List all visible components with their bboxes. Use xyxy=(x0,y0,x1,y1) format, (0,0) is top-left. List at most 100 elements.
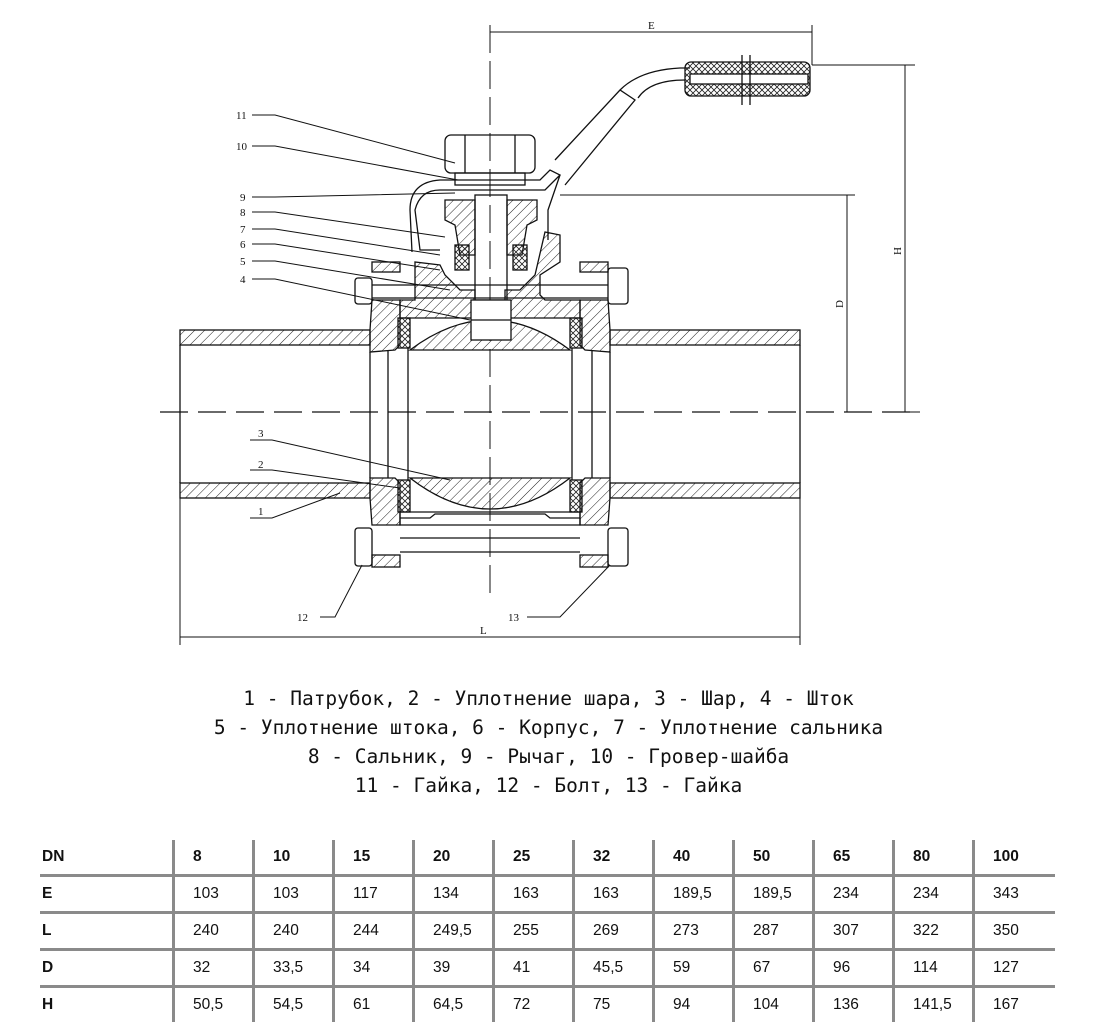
table-cell: 269 xyxy=(572,911,654,950)
table-cell: 96 xyxy=(812,948,894,987)
legend-line: 8 - Сальник, 9 - Рычаг, 10 - Гровер-шайб… xyxy=(307,745,790,768)
table-cell: 41 xyxy=(492,948,574,987)
part-label-2: 2 xyxy=(258,459,264,471)
part-label-8: 8 xyxy=(240,207,246,219)
bolt-top xyxy=(354,261,629,305)
table-cell: 163 xyxy=(492,874,574,913)
lever xyxy=(409,67,690,253)
table-cell: 59 xyxy=(652,948,734,987)
table-cell: 50 xyxy=(732,840,814,876)
part-label-1: 1 xyxy=(258,506,264,518)
table-cell: 167 xyxy=(972,985,1055,1022)
table-cell: 67 xyxy=(732,948,814,987)
table-cell: 72 xyxy=(492,985,574,1022)
table-cell: 104 xyxy=(732,985,814,1022)
ball-bottom xyxy=(408,477,572,510)
seat-left-bottom xyxy=(397,479,411,513)
table-cell: 287 xyxy=(732,911,814,950)
table-cell: 15 xyxy=(332,840,414,876)
table-cell: 141,5 xyxy=(892,985,974,1022)
dimension-label-D: D xyxy=(834,300,846,308)
leader-lines xyxy=(250,114,611,618)
part-label-9: 9 xyxy=(240,192,246,204)
table-cell: 45,5 xyxy=(572,948,654,987)
table-cell: 234 xyxy=(812,874,894,913)
stem xyxy=(474,194,508,306)
table-cell: 117 xyxy=(332,874,414,913)
row-header-cell: L xyxy=(40,911,174,950)
dimension-label-H: H xyxy=(892,247,904,255)
table-cell: 240 xyxy=(252,911,334,950)
part-label-5: 5 xyxy=(240,256,246,268)
table-cell: 234 xyxy=(892,874,974,913)
table-cell: 100 xyxy=(972,840,1055,876)
table-cell: 240 xyxy=(172,911,254,950)
table-cell: 39 xyxy=(412,948,494,987)
legend-line: 11 - Гайка, 12 - Болт, 13 - Гайка xyxy=(354,774,743,797)
row-header-cell: D xyxy=(40,948,174,987)
table-cell: 255 xyxy=(492,911,574,950)
table-cell: 343 xyxy=(972,874,1055,913)
table-cell: 322 xyxy=(892,911,974,950)
part-number-labels: 11 10 9 8 7 6 5 4 3 2 1 12 13 xyxy=(236,110,520,624)
table-cell: 32 xyxy=(172,948,254,987)
table-cell: 80 xyxy=(892,840,974,876)
dimension-label-E: E xyxy=(648,20,655,32)
legend-line: 1 - Патрубок, 2 - Уплотнение шара, 3 - Ш… xyxy=(243,687,854,710)
table-cell: 127 xyxy=(972,948,1055,987)
table-cell: 189,5 xyxy=(652,874,734,913)
part-label-12: 12 xyxy=(297,612,308,624)
seat-right-bottom xyxy=(569,479,583,513)
part-label-11: 11 xyxy=(236,110,247,122)
table-cell: 65 xyxy=(812,840,894,876)
part-label-4: 4 xyxy=(240,274,246,286)
table-cell: 8 xyxy=(172,840,254,876)
seat-right-top xyxy=(569,317,583,349)
table-cell: 103 xyxy=(172,874,254,913)
table-cell: 75 xyxy=(572,985,654,1022)
table-cell: 134 xyxy=(412,874,494,913)
pipe-right xyxy=(609,329,801,499)
part-label-10: 10 xyxy=(236,141,248,153)
table-cell: 114 xyxy=(892,948,974,987)
table-cell: 103 xyxy=(252,874,334,913)
table-cell: 189,5 xyxy=(732,874,814,913)
table-cell: 33,5 xyxy=(252,948,334,987)
table-cell: 64,5 xyxy=(412,985,494,1022)
part-label-6: 6 xyxy=(240,239,246,251)
table-cell: 249,5 xyxy=(412,911,494,950)
table-cell: 244 xyxy=(332,911,414,950)
part-label-13: 13 xyxy=(508,612,520,624)
table-cell: 40 xyxy=(652,840,734,876)
table-cell: 54,5 xyxy=(252,985,334,1022)
table-cell: 273 xyxy=(652,911,734,950)
table-cell: 50,5 xyxy=(172,985,254,1022)
table-cell: 94 xyxy=(652,985,734,1022)
table-cell: 350 xyxy=(972,911,1055,950)
table-cell: 25 xyxy=(492,840,574,876)
part-label-3: 3 xyxy=(258,428,264,440)
body-top xyxy=(399,231,581,319)
table-cell: 34 xyxy=(332,948,414,987)
dimension-label-L: L xyxy=(480,625,487,637)
legend-line: 5 - Уплотнение штока, 6 - Корпус, 7 - Уп… xyxy=(213,716,884,739)
parts-legend: 1 - Патрубок, 2 - Уплотнение шара, 3 - Ш… xyxy=(0,684,1097,800)
gland-right xyxy=(506,199,538,256)
row-header-cell: E xyxy=(40,874,174,913)
row-header-cell: H xyxy=(40,985,174,1022)
table-cell: 10 xyxy=(252,840,334,876)
table-cell: 136 xyxy=(812,985,894,1022)
part-label-7: 7 xyxy=(240,224,246,236)
pipe-left xyxy=(179,329,371,499)
body-bottom xyxy=(399,511,581,526)
table-cell: 163 xyxy=(572,874,654,913)
row-header-cell: DN xyxy=(42,848,65,865)
table-cell: 32 xyxy=(572,840,654,876)
table-cell: 307 xyxy=(812,911,894,950)
